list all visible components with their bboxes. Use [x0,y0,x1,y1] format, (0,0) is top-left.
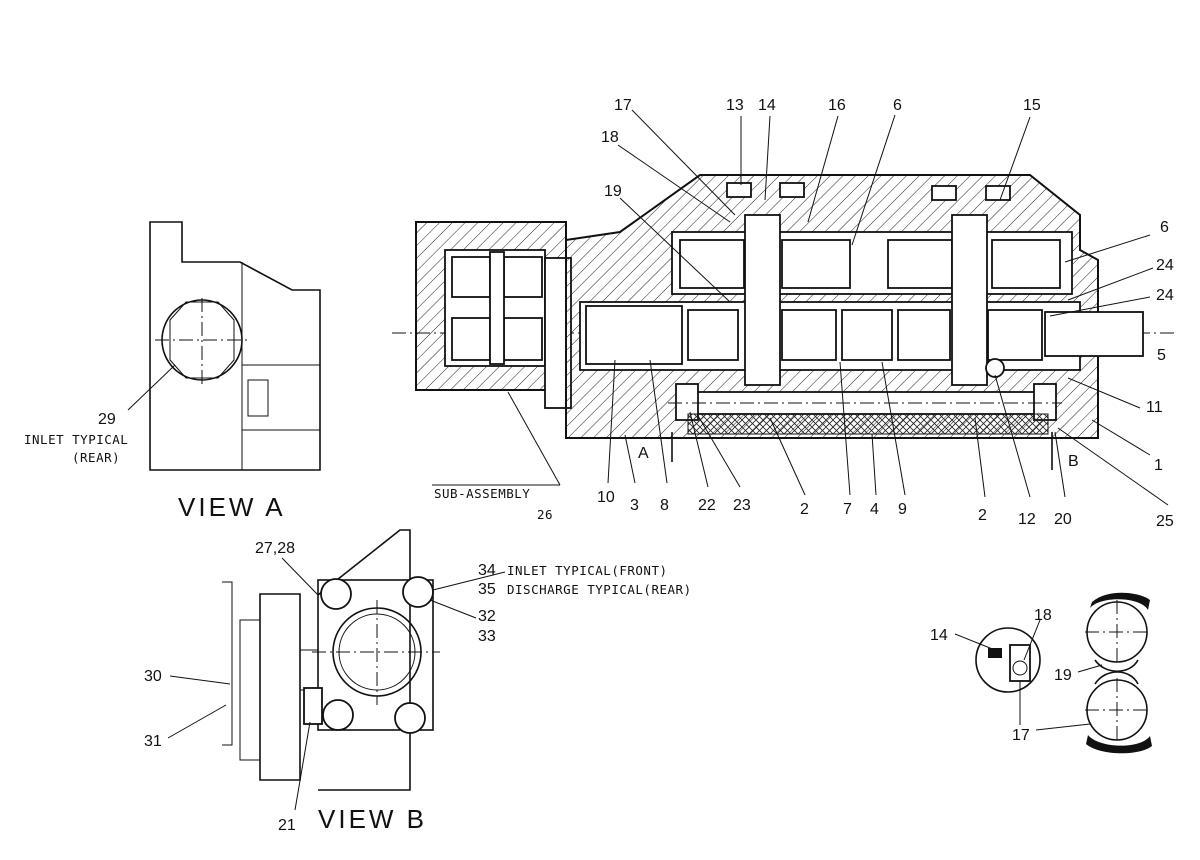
callout-12: 12 [1018,511,1036,528]
callout-16: 16 [828,97,846,114]
callout-19: 19 [604,183,622,200]
callout-24-lower: 24 [1156,287,1174,304]
detail-leader-lines [954,619,1103,731]
main-section-drawing [392,174,1175,470]
callout-6-right: 6 [1160,219,1169,236]
callout-18: 18 [601,129,619,146]
callout-2-right: 2 [978,507,987,524]
callout-22: 22 [698,497,716,514]
callout-23: 23 [733,497,751,514]
callout-25: 25 [1156,513,1174,530]
main-leader-lines [432,109,1169,506]
detail-callout-17: 17 [1012,727,1030,744]
view-b-callout-34: 34 [478,562,496,579]
callout-6: 6 [893,97,902,114]
callout-24-upper: 24 [1156,257,1174,274]
detail-callout-19: 19 [1054,667,1072,684]
callout-5: 5 [1157,347,1166,364]
view-b-callout-30: 30 [144,668,162,685]
view-b-callout-32: 32 [478,608,496,625]
callout-15: 15 [1023,97,1041,114]
section-marker-b: B [1068,453,1079,470]
view-a-callout-29: 29 [98,411,116,428]
view-b-caption-34: INLET TYPICAL(FRONT) [507,563,668,578]
callout-17: 17 [614,97,632,114]
callout-13: 13 [726,97,744,114]
callout-3: 3 [630,497,639,514]
detail-callout-18: 18 [1034,607,1052,624]
callout-8: 8 [660,497,669,514]
view-a-caption-rear: (REAR) [72,450,120,465]
callout-2-left: 2 [800,501,809,518]
view-a-drawing [127,221,321,471]
section-marker-a: A [638,445,649,462]
view-b-callout-31: 31 [144,733,162,750]
view-b-callout-35: 35 [478,581,496,598]
view-b-callout-27-28: 27,28 [255,540,295,557]
view-b-caption-35: DISCHARGE TYPICAL(REAR) [507,582,692,597]
view-b-drawing [222,529,440,791]
view-b-leader-lines [167,557,506,811]
callout-20: 20 [1054,511,1072,528]
view-b-callout-33: 33 [478,628,496,645]
view-a-title: VIEW A [178,492,286,522]
callout-10: 10 [597,489,615,506]
view-b-title: VIEW B [318,804,427,834]
view-a-caption: INLET TYPICAL [24,432,128,447]
detail-drawing [975,592,1152,754]
callout-1: 1 [1154,457,1163,474]
sub-assembly-label: SUB-ASSEMBLY [434,486,530,501]
callout-14: 14 [758,97,776,114]
callout-4: 4 [870,501,879,518]
view-b-callout-21: 21 [278,817,296,834]
detail-callout-14: 14 [930,627,948,644]
sub-assembly-number: 26 [537,507,553,522]
callout-11: 11 [1146,399,1163,416]
callout-7: 7 [843,501,852,518]
callout-9: 9 [898,501,907,518]
